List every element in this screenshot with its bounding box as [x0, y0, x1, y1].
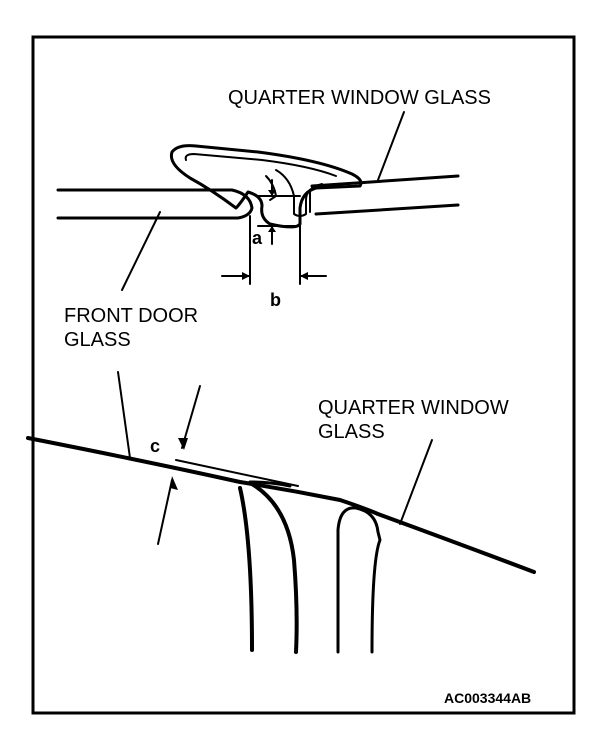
dimension-b: [221, 215, 327, 285]
label-quarter-window-glass-top: QUARTER WINDOW GLASS: [228, 87, 491, 109]
molding-inner-channel: [184, 153, 337, 177]
dimension-a: [257, 179, 301, 245]
label-front-door-glass-line1: FRONT DOOR: [64, 305, 198, 327]
label-quarter-window-glass-bottom-line1: QUARTER WINDOW: [318, 397, 509, 419]
leader-quarter-window-glass-bottom: [399, 439, 433, 525]
diagram-frame: [31, 35, 576, 715]
figure-code: AC003344AB: [444, 690, 531, 706]
front-door-glass-section: [56, 188, 254, 220]
dimension-c: [157, 385, 201, 545]
junction-highlight: [248, 480, 292, 488]
quarter-glass-molding: [169, 144, 363, 229]
leader-quarter-window-glass-top: [377, 111, 405, 181]
quarter-window-glass-section: [310, 174, 460, 216]
leader-front-door-glass-bottom: [117, 371, 131, 459]
door-frame-left: [238, 486, 254, 652]
label-dim-c: c: [150, 436, 160, 456]
top-section-view: [56, 111, 460, 291]
label-dim-b: b: [270, 290, 281, 310]
quarter-pillar: [336, 506, 382, 654]
leader-front-door-glass: [121, 211, 161, 291]
flush-reference-line: [175, 459, 299, 487]
front-door-glass-edge: [26, 436, 536, 574]
door-frame-right: [250, 482, 299, 654]
bottom-perspective-view: [26, 371, 536, 654]
label-front-door-glass-line2: GLASS: [64, 329, 131, 351]
label-dim-a: a: [252, 228, 263, 248]
label-quarter-window-glass-bottom-line2: GLASS: [318, 421, 385, 443]
